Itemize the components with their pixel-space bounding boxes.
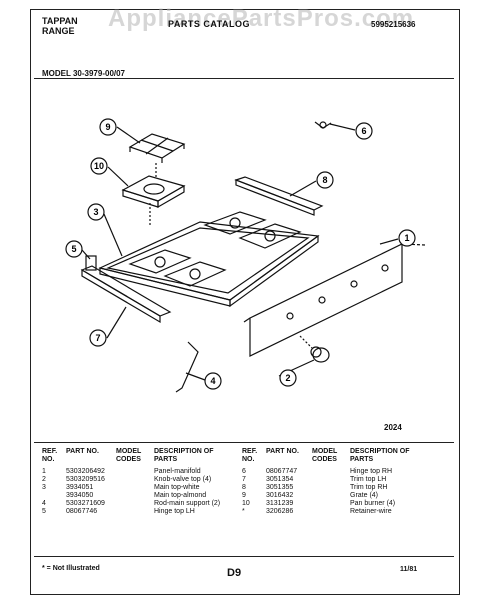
- panel-manifold: [243, 243, 426, 357]
- callout-9: 9: [99, 118, 117, 136]
- svg-text:2: 2: [285, 373, 290, 383]
- trim-top-rh: [234, 176, 324, 216]
- callout-10: 10: [90, 157, 108, 175]
- svg-text:8: 8: [322, 175, 327, 185]
- callout-5: 5: [65, 240, 83, 258]
- valve-knob: [299, 335, 330, 363]
- svg-text:9: 9: [105, 122, 110, 132]
- model-number: MODEL 30-3979-00/07: [42, 69, 126, 78]
- burner-pan: [121, 175, 186, 209]
- hinge-left: [85, 255, 97, 271]
- support-rod: [175, 341, 199, 393]
- parts-table-right: REF. NO. PART NO. MODEL CODES DESCRIPTIO…: [242, 448, 424, 516]
- callout-6: 6: [355, 122, 373, 140]
- table-bottom-divider: [34, 556, 454, 557]
- svg-text:7: 7: [95, 333, 100, 343]
- callout-8: 8: [316, 171, 334, 189]
- svg-text:10: 10: [94, 161, 104, 171]
- grate: [128, 133, 186, 163]
- model-divider: [34, 78, 454, 79]
- col-ref-no: REF. NO.: [42, 448, 58, 463]
- brand-line-1: TAPPAN: [42, 16, 78, 26]
- figure-number: 2024: [384, 423, 402, 432]
- watermark-text: AppliancePartsPros.com: [108, 5, 415, 32]
- col-model-codes: MODEL CODES: [312, 448, 338, 463]
- col-part-no: PART NO.: [266, 448, 299, 455]
- table-top-divider: [34, 442, 454, 443]
- revision-date: 11/81: [400, 566, 418, 573]
- page-border: [30, 9, 460, 595]
- callout-2: 2: [279, 369, 297, 387]
- svg-text:4: 4: [210, 376, 215, 386]
- callout-7: 7: [89, 329, 107, 347]
- col-model-codes: MODEL CODES: [116, 448, 142, 463]
- brand-line-2: RANGE: [42, 26, 75, 36]
- svg-text:3: 3: [93, 207, 98, 217]
- svg-text:1: 1: [404, 233, 409, 243]
- catalog-number: 5995215636: [371, 20, 416, 29]
- callout-3: 3: [87, 203, 105, 221]
- brand-block: TAPPAN RANGE: [42, 16, 78, 36]
- callout-labels: 9 10 3 5 6 8 1 7 2 4: [65, 118, 416, 390]
- svg-text:5: 5: [71, 244, 76, 254]
- catalog-title: PARTS CATALOG: [168, 19, 250, 29]
- col-ref-no: REF. NO.: [242, 448, 258, 463]
- col-description: DESCRIPTION OF PARTS: [350, 448, 410, 463]
- svg-text:6: 6: [361, 126, 366, 136]
- callout-4: 4: [204, 372, 222, 390]
- main-top: [98, 211, 320, 308]
- hinge-right: [314, 121, 332, 129]
- footnote: * = Not Illustrated: [42, 565, 100, 572]
- page-number: D9: [227, 567, 242, 579]
- col-part-no: PART NO.: [66, 448, 99, 455]
- col-description: DESCRIPTION OF PARTS: [154, 448, 214, 463]
- callout-1: 1: [398, 229, 416, 247]
- parts-table-left: REF. NO. PART NO. MODEL CODES DESCRIPTIO…: [42, 448, 236, 516]
- trim-top-lh: [80, 265, 172, 324]
